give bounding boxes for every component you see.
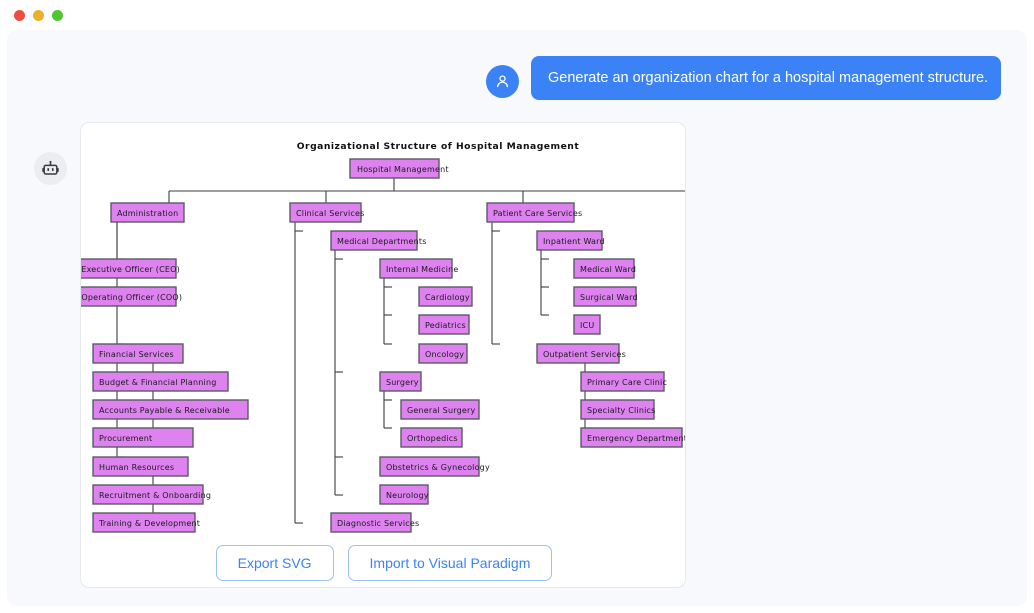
org-node-internal-medicine[interactable]: Internal Medicine <box>379 258 459 279</box>
org-node-patient-care-services[interactable]: Patient Care Services <box>486 202 582 223</box>
org-node-label: Human Resources <box>99 463 174 472</box>
window-minimize-button[interactable] <box>33 9 44 21</box>
org-node-label: Recruitment & Onboarding <box>99 491 211 500</box>
org-node-obstetrics-gynecology[interactable]: Obstetrics & Gynecology <box>379 456 490 477</box>
org-node-label: Administration <box>117 209 178 218</box>
user-icon <box>497 75 508 88</box>
org-node-specialty-clinics[interactable]: Specialty Clinics <box>580 399 656 420</box>
org-chart-canvas: Organizational Structure of Hospital Man… <box>81 123 685 541</box>
org-node-label: Internal Medicine <box>386 265 459 274</box>
org-node-financial-services[interactable]: Financial Services <box>92 343 184 364</box>
org-node-label: Surgical Ward <box>580 293 638 302</box>
import-to-visual-paradigm-button[interactable]: Import to Visual Paradigm <box>347 545 553 581</box>
org-node-inpatient-ward[interactable]: Inpatient Ward <box>536 230 605 251</box>
org-node-label: Orthopedics <box>407 434 458 443</box>
org-node-label: Chief Operating Officer (COO) <box>81 293 182 302</box>
org-node-coo[interactable]: Chief Operating Officer (COO) <box>81 286 182 307</box>
org-node-label: Obstetrics & Gynecology <box>386 463 490 472</box>
org-node-label: Diagnostic Services <box>337 519 419 528</box>
org-node-general-surgery[interactable]: General Surgery <box>400 399 480 420</box>
org-node-ceo[interactable]: Chief Executive Officer (CEO) <box>81 258 180 279</box>
robot-icon <box>42 160 59 175</box>
org-node-label: ICU <box>580 321 594 330</box>
org-node-emergency-department[interactable]: Emergency Department <box>580 427 685 448</box>
org-node-outpatient-services[interactable]: Outpatient Services <box>536 343 626 364</box>
org-node-label: Outpatient Services <box>543 350 626 359</box>
org-node-label: Accounts Payable & Receivable <box>99 406 230 415</box>
org-node-label: Primary Care Clinic <box>587 378 667 387</box>
org-node-label: Budget & Financial Planning <box>99 378 217 387</box>
export-svg-button[interactable]: Export SVG <box>215 545 334 581</box>
org-node-label: Surgery <box>386 378 419 387</box>
user-message-bubble: Generate an organization chart for a hos… <box>531 56 1001 101</box>
assistant-avatar <box>34 152 67 185</box>
org-node-label: Financial Services <box>99 350 174 359</box>
org-node-training-development[interactable]: Training & Development <box>92 512 200 533</box>
org-node-clinical-services[interactable]: Clinical Services <box>289 202 365 223</box>
org-node-cardiology[interactable]: Cardiology <box>418 286 473 307</box>
org-node-label: Neurology <box>386 491 429 500</box>
window-titlebar <box>0 0 1034 30</box>
org-node-label: Patient Care Services <box>493 209 582 218</box>
app-body: Generate an organization chart for a hos… <box>7 30 1027 606</box>
chart-title: Organizational Structure of Hospital Man… <box>297 141 580 152</box>
org-chart-viewport[interactable]: Organizational Structure of Hospital Man… <box>81 123 685 541</box>
org-node-orthopedics[interactable]: Orthopedics <box>400 427 463 448</box>
card-action-bar: Export SVG Import to Visual Paradigm <box>81 539 685 587</box>
org-node-diagnostic-services[interactable]: Diagnostic Services <box>330 512 419 533</box>
org-node-label: General Surgery <box>407 406 475 415</box>
org-node-label: Cardiology <box>425 293 470 302</box>
org-chart-svg: Organizational Structure of Hospital Man… <box>81 141 685 533</box>
window-close-button[interactable] <box>14 9 25 21</box>
org-chart-nodes: Hospital Management Administration Chief <box>81 158 685 533</box>
org-node-label: Medical Departments <box>337 237 427 246</box>
org-node-administration[interactable]: Administration <box>110 202 185 223</box>
org-node-label: Emergency Department <box>587 434 685 443</box>
org-node-oncology[interactable]: Oncology <box>418 343 468 364</box>
org-node-label: Specialty Clinics <box>587 406 656 415</box>
org-node-primary-care-clinic[interactable]: Primary Care Clinic <box>580 371 667 392</box>
org-node-label: Chief Executive Officer (CEO) <box>81 265 180 274</box>
org-node-pediatrics[interactable]: Pediatrics <box>418 314 470 335</box>
org-node-budget-financial-planning[interactable]: Budget & Financial Planning <box>92 371 229 392</box>
org-node-recruitment-onboarding[interactable]: Recruitment & Onboarding <box>92 484 211 505</box>
org-node-accounts-payable-receivable[interactable]: Accounts Payable & Receivable <box>92 399 249 420</box>
user-avatar <box>486 65 519 98</box>
org-node-neurology[interactable]: Neurology <box>379 484 429 505</box>
org-node-surgical-ward[interactable]: Surgical Ward <box>573 286 638 307</box>
org-chart-card: Organizational Structure of Hospital Man… <box>80 122 686 588</box>
org-node-label: Training & Development <box>98 519 200 528</box>
org-node-label: Procurement <box>99 434 152 443</box>
assistant-message-row: Organizational Structure of Hospital Man… <box>34 122 686 588</box>
org-node-label: Hospital Management <box>357 165 449 174</box>
org-node-label: Inpatient Ward <box>543 237 605 246</box>
org-node-surgery[interactable]: Surgery <box>379 371 422 392</box>
org-node-label: Oncology <box>425 350 464 359</box>
org-node-label: Clinical Services <box>296 209 365 218</box>
user-message-row: Generate an organization chart for a hos… <box>486 56 1001 101</box>
org-node-label: Pediatrics <box>425 321 466 330</box>
org-node-label: Medical Ward <box>580 265 636 274</box>
window-maximize-button[interactable] <box>52 9 63 21</box>
org-node-hospital-management[interactable]: Hospital Management <box>349 158 449 179</box>
org-node-icu[interactable]: ICU <box>573 314 601 335</box>
org-node-procurement[interactable]: Procurement <box>92 427 194 448</box>
org-node-human-resources[interactable]: Human Resources <box>92 456 189 477</box>
org-node-medical-ward[interactable]: Medical Ward <box>573 258 636 279</box>
org-node-medical-departments[interactable]: Medical Departments <box>330 230 427 251</box>
